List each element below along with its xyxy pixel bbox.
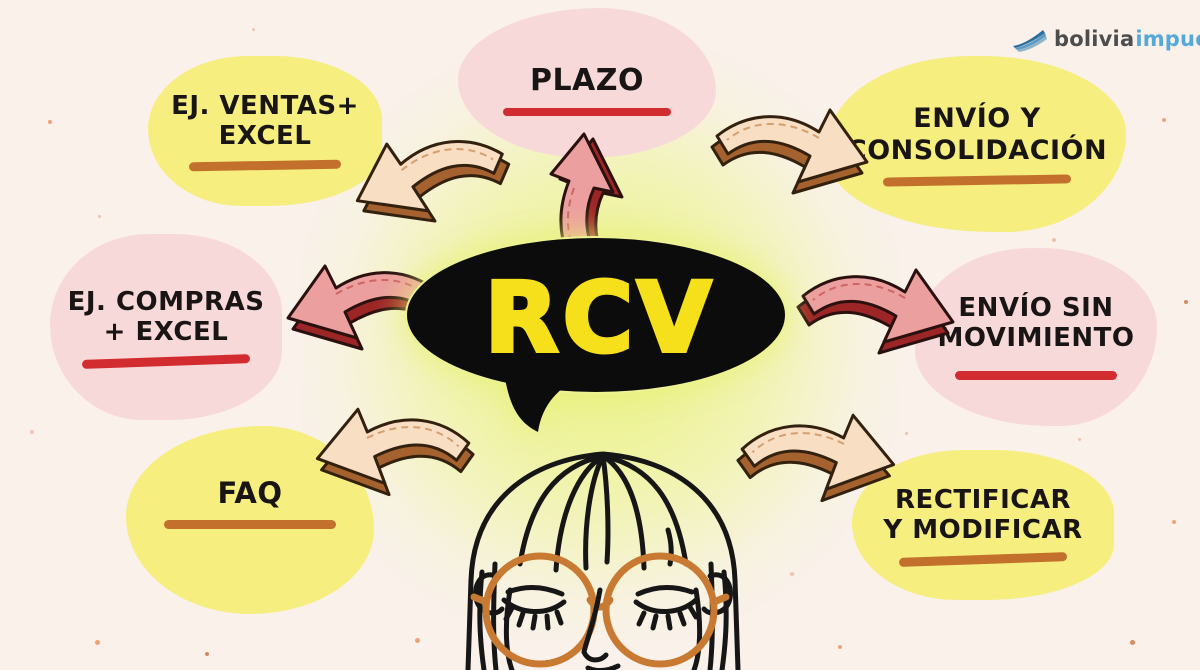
node-label-line: Y MODIFICAR <box>883 514 1083 545</box>
speckle <box>98 215 101 218</box>
underline-stroke <box>81 354 251 370</box>
bangs <box>517 453 689 573</box>
mouth <box>585 663 621 670</box>
brand-logo: boliviaimpuestos.com <box>1012 24 1200 54</box>
person-illustration <box>465 451 741 670</box>
underline-stroke <box>882 173 1072 187</box>
node-label-line: FAQ <box>217 475 283 510</box>
speckle <box>905 432 908 435</box>
node-label-line: EXCEL <box>218 120 312 151</box>
node-ej-compras-excel: EJ. COMPRAS + EXCEL <box>50 234 282 420</box>
underline-stroke <box>164 520 336 530</box>
arrow-to-rectificar-icon <box>736 413 896 503</box>
arrow-to-sin-movimiento-icon <box>796 268 955 355</box>
node-label-line: RECTIFICAR <box>895 484 1071 515</box>
node-ej-ventas-excel: EJ. VENTAS+ EXCEL <box>148 56 382 206</box>
node-label-line: ENVÍO Y <box>913 103 1041 135</box>
node-label-line: + EXCEL <box>103 316 229 347</box>
node-faq: FAQ <box>126 426 374 614</box>
speckle <box>1078 438 1081 441</box>
nose <box>581 587 609 663</box>
speech-bubble-tail <box>503 365 582 432</box>
node-label-line: EJ. VENTAS+ <box>171 90 359 121</box>
arrow-to-faq-icon <box>315 407 475 497</box>
left-eye <box>501 585 567 631</box>
speckle <box>838 645 842 649</box>
speckle <box>1184 300 1188 304</box>
node-label-line: CONSOLIDACIÓN <box>846 134 1108 166</box>
speech-bubble <box>405 236 787 432</box>
node-label-line: ENVÍO SIN <box>958 292 1114 323</box>
glasses-icon <box>470 552 730 668</box>
underline-stroke <box>503 108 671 117</box>
node-label-line: PLAZO <box>529 62 645 98</box>
speckle <box>48 120 52 124</box>
speckle <box>30 430 34 434</box>
center-label: RCV <box>483 260 716 376</box>
speckle <box>205 652 209 656</box>
speckle <box>1162 118 1166 122</box>
speckle <box>1052 238 1056 242</box>
brand-name-part2: impuestos <box>1135 27 1200 51</box>
speckle <box>1130 640 1135 645</box>
node-envio-consolidacion: ENVÍO Y CONSOLIDACIÓN <box>828 56 1126 232</box>
underline-stroke <box>188 160 342 172</box>
node-label-line: MOVIMIENTO <box>937 322 1135 353</box>
node-rectificar-modificar: RECTIFICAR Y MODIFICAR <box>852 450 1114 600</box>
pages-swoosh-icon <box>1013 30 1047 52</box>
node-plazo: PLAZO <box>458 8 716 158</box>
speckle <box>95 640 100 645</box>
underline-stroke <box>955 371 1117 381</box>
speckle <box>1172 520 1176 524</box>
arrow-to-compras-icon <box>286 264 445 351</box>
underline-stroke <box>898 552 1068 568</box>
right-eye <box>633 585 699 631</box>
arrow-to-consolidacion-icon <box>710 108 869 195</box>
arrow-to-ventas-icon <box>355 140 511 223</box>
node-envio-sin-movimiento: ENVÍO SIN MOVIMIENTO <box>915 248 1157 426</box>
brand-name-part1: bolivia <box>1054 27 1135 51</box>
speckle <box>415 638 420 643</box>
speckle <box>252 28 255 31</box>
node-label-line: EJ. COMPRAS <box>67 286 265 317</box>
